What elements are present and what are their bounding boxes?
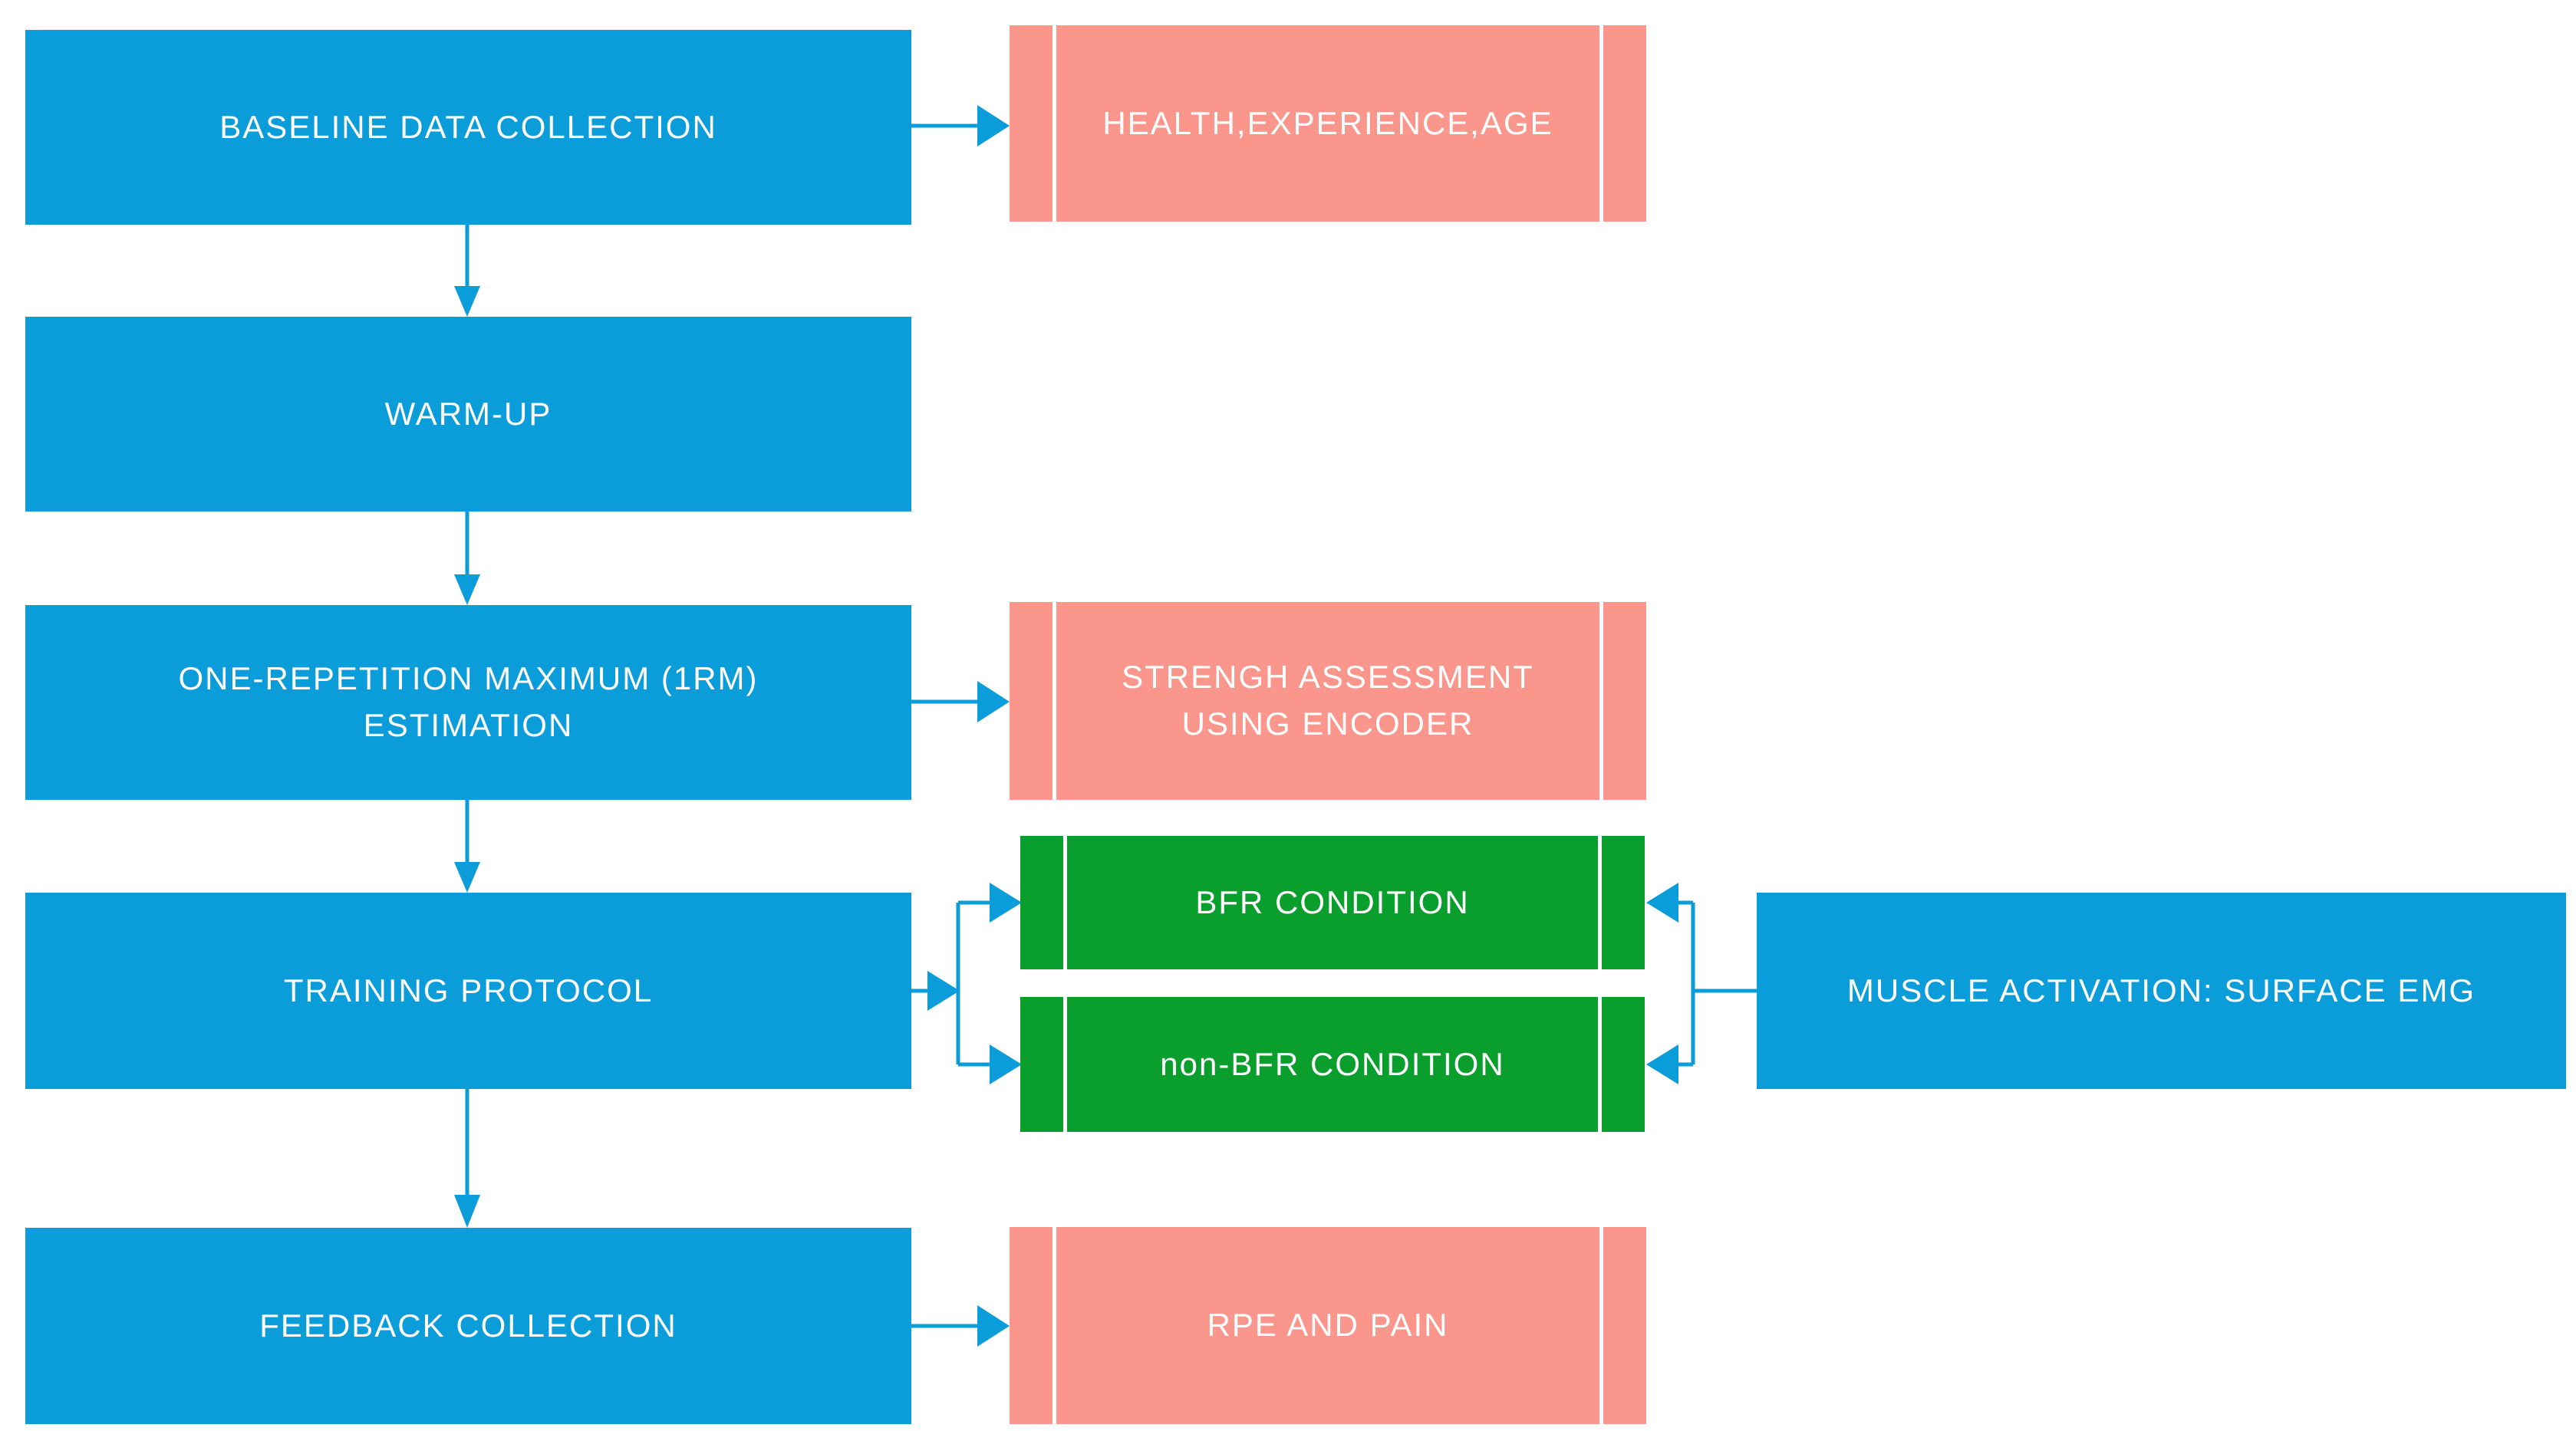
inner-rail-right: [1598, 997, 1602, 1132]
node-baseline-data-collection: BASELINE DATA COLLECTION: [25, 30, 911, 225]
node-label: non-BFR CONDITION: [1160, 1045, 1505, 1082]
node-label: WARM-UP: [384, 395, 552, 432]
node-label: STRENGH ASSESSMENT USING ENCODER: [1122, 659, 1534, 742]
arrow-feedback-to-rpe: [911, 1305, 1010, 1347]
inner-rail-right: [1599, 25, 1603, 222]
inner-rail-right: [1599, 602, 1603, 800]
arrow-onerm-to-training: [454, 800, 480, 893]
node-health-experience-age: HEALTH,EXPERIENCE,AGE: [1010, 25, 1646, 222]
node-training-protocol: TRAINING PROTOCOL: [25, 893, 911, 1089]
arrow-onerm-to-strength: [911, 681, 1010, 722]
node-feedback-collection: FEEDBACK COLLECTION: [25, 1228, 911, 1424]
fork-training-to-conditions: [911, 883, 1022, 1084]
fork-emg-to-conditions: [1646, 883, 1757, 1084]
node-warm-up: WARM-UP: [25, 317, 911, 512]
node-strength-assessment-encoder: STRENGH ASSESSMENT USING ENCODER: [1010, 602, 1646, 800]
node-rpe-and-pain: RPE AND PAIN: [1010, 1227, 1646, 1424]
node-label: BFR CONDITION: [1195, 883, 1470, 920]
node-bfr-condition: BFR CONDITION: [1020, 836, 1645, 969]
node-non-bfr-condition: non-BFR CONDITION: [1020, 997, 1645, 1132]
inner-rail-left: [1052, 602, 1056, 800]
inner-rail-left: [1052, 1227, 1056, 1424]
inner-rail-left: [1052, 25, 1056, 222]
inner-rail-right: [1598, 836, 1602, 969]
node-muscle-activation-surface-emg: MUSCLE ACTIVATION: SURFACE EMG: [1757, 893, 2566, 1089]
node-label: BASELINE DATA COLLECTION: [219, 108, 717, 145]
node-label: RPE AND PAIN: [1207, 1307, 1449, 1344]
inner-rail-right: [1599, 1227, 1603, 1424]
node-label: FEEDBACK COLLECTION: [259, 1307, 677, 1344]
node-label: ONE-REPETITION MAXIMUM (1RM) ESTIMATION: [178, 660, 759, 743]
arrow-training-to-feedback: [454, 1089, 480, 1228]
node-label: MUSCLE ACTIVATION: SURFACE EMG: [1846, 972, 2476, 1008]
inner-rail-left: [1063, 836, 1067, 969]
node-label: TRAINING PROTOCOL: [283, 972, 654, 1008]
arrow-baseline-to-warmup: [454, 225, 480, 317]
inner-rail-left: [1063, 997, 1067, 1132]
arrow-warmup-to-onerm: [454, 512, 480, 605]
node-label: HEALTH,EXPERIENCE,AGE: [1102, 104, 1553, 141]
node-one-repetition-maximum-estimation: ONE-REPETITION MAXIMUM (1RM) ESTIMATION: [25, 605, 911, 800]
arrow-baseline-to-health: [911, 105, 1010, 146]
